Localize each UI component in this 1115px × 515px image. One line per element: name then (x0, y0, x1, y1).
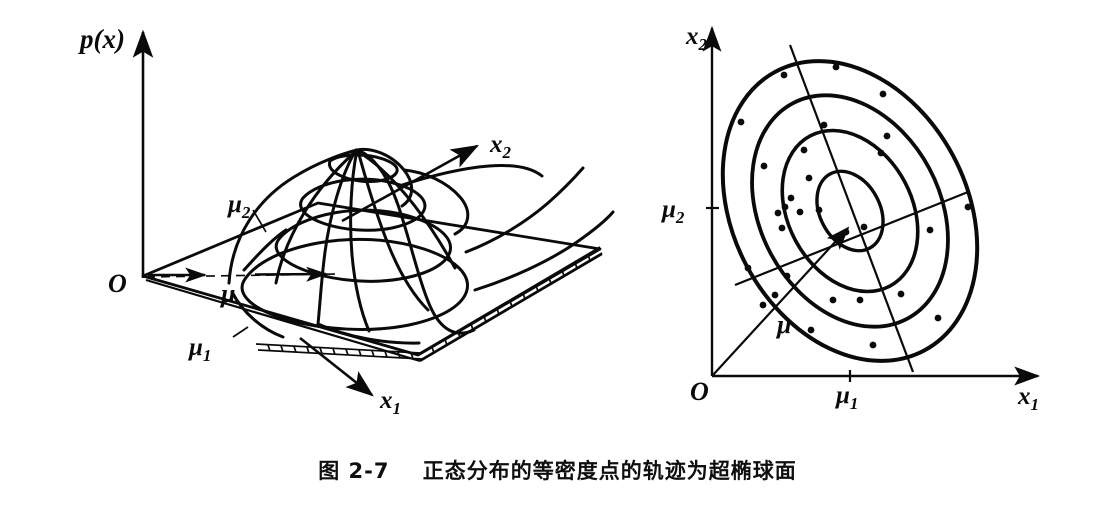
sample-point (771, 291, 779, 299)
mu-label-left: μ (219, 279, 235, 308)
x1-label-left: x1 (379, 387, 401, 418)
sample-point (842, 228, 850, 236)
sample-point (964, 203, 972, 211)
x1-label-right: x1 (1017, 383, 1039, 414)
mu-vector-left-panel (145, 266, 341, 283)
sample-point (737, 118, 745, 126)
minor-axis-line (734, 190, 969, 287)
gaussian-bell-wireframe (227, 147, 615, 345)
sample-point (879, 90, 887, 98)
bell-meridian-2 (349, 148, 371, 333)
contour-level-3 (750, 93, 950, 329)
mu-guide-dashed (145, 273, 341, 278)
sample-point (883, 132, 891, 140)
mu-vector-right-panel (712, 226, 850, 376)
sample-point (760, 162, 768, 170)
sample-point (926, 226, 934, 234)
bell-meridian-1 (316, 148, 358, 326)
contour-level-1 (815, 169, 885, 253)
x1-axis-line-left-panel (299, 336, 374, 397)
plane-ribbed-band (255, 246, 603, 360)
bell-tail-lower-left (230, 290, 285, 339)
mu-vector-label: μ (775, 310, 791, 339)
equidensity-contours (720, 59, 980, 363)
sample-point (783, 272, 791, 280)
sample-point (856, 296, 864, 304)
sample-point (815, 206, 823, 214)
p-of-x-label: p(x) (78, 24, 125, 54)
sample-point (860, 223, 868, 231)
sample-point (829, 296, 837, 304)
bell-meridian-5 (357, 150, 457, 270)
bell-tail-back-left (242, 228, 288, 272)
bell-tail-right-upper (464, 166, 585, 254)
bell-tail-back-upper (397, 164, 544, 188)
bell-ring-1-top (328, 153, 399, 184)
mu1-leader-line (232, 326, 249, 338)
bell-ring-3 (274, 208, 452, 283)
sample-point (807, 326, 815, 334)
sample-point (744, 264, 752, 272)
sample-point (805, 174, 813, 182)
sample-point (869, 341, 877, 349)
sample-point (778, 224, 786, 232)
x2-label-left: x2 (489, 131, 512, 162)
sample-point (787, 194, 795, 202)
bell-meridian-3 (356, 149, 430, 312)
sample-point (796, 208, 804, 216)
sample-point (877, 149, 885, 157)
bell-ring-4-skirt (240, 237, 469, 331)
bell-ring-2 (299, 177, 427, 232)
bell-silhouette-left (227, 148, 359, 285)
right-panel-contours: x2 O x1 μ1 μ2 μ (660, 23, 1041, 414)
mu2-tick-label: μ2 (660, 196, 685, 227)
contour-level-2 (780, 128, 920, 294)
sample-point (832, 63, 840, 71)
bell-tail-right-lower (473, 210, 615, 292)
sample-point (800, 146, 808, 154)
figure-caption: 图 2-7 正态分布的等密度点的轨迹为超椭球面 (318, 459, 797, 483)
sample-point (759, 301, 767, 309)
sample-point (774, 209, 782, 217)
origin-label-left: O (108, 269, 127, 298)
major-axis-line (788, 44, 915, 373)
sample-point (820, 121, 828, 129)
origin-label-right: O (690, 377, 709, 406)
bell-back-rim (402, 168, 470, 236)
sample-point (897, 290, 905, 298)
sample-point (780, 71, 788, 79)
sample-point (934, 314, 942, 322)
sample-points (737, 63, 972, 349)
base-plane-outline (141, 201, 602, 357)
x2-label-right: x2 (685, 23, 708, 54)
sample-point (781, 203, 789, 211)
base-plane-thickness-edge (145, 278, 421, 363)
contour-level-4 (720, 59, 980, 363)
left-panel-3d-surface: p(x) O x2 x1 μ μ1 μ2 (78, 24, 615, 418)
mu1-tick-label: μ1 (834, 382, 858, 413)
mu1-label-left: μ1 (187, 334, 211, 365)
bell-tail-front (316, 322, 421, 345)
mu2-label-left: μ2 (226, 191, 251, 222)
